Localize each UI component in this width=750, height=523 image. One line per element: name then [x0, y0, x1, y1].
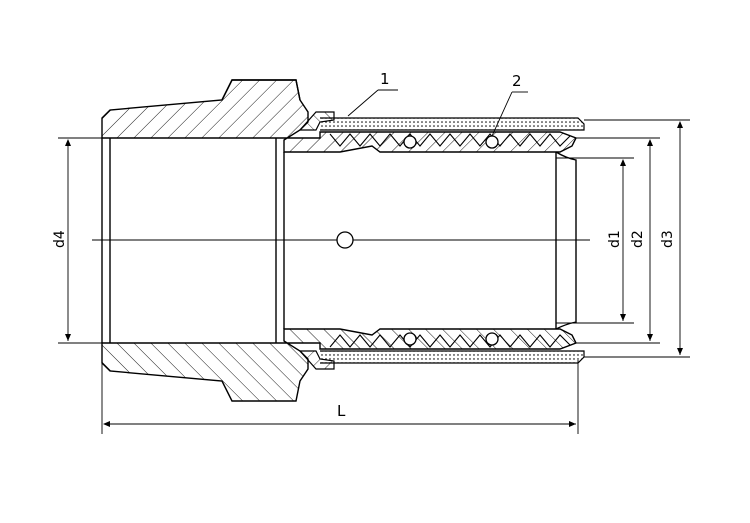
- dimension-d4: d4: [52, 137, 102, 344]
- callout-label-2: 2: [512, 72, 522, 90]
- press-sleeve-top: [320, 117, 585, 131]
- callout-2: 2: [491, 72, 528, 137]
- inspection-hole: [336, 231, 354, 249]
- label-d3: d3: [660, 230, 676, 248]
- callout-1: 1: [347, 70, 398, 117]
- o-ring-top-right: [485, 135, 499, 149]
- label-d2: d2: [630, 230, 646, 248]
- dimension-L: L: [101, 360, 579, 434]
- body-lower-section: [101, 328, 585, 402]
- body-upper-section: [101, 79, 585, 153]
- dimension-d1: d1: [556, 157, 634, 324]
- label-L: L: [337, 402, 346, 420]
- callout-label-1: 1: [380, 70, 390, 88]
- o-ring-top-left: [403, 135, 417, 149]
- dimension-d2: d2: [576, 137, 660, 344]
- label-d4: d4: [52, 230, 68, 248]
- dimension-d3: d3: [584, 119, 690, 358]
- label-d1: d1: [607, 230, 623, 248]
